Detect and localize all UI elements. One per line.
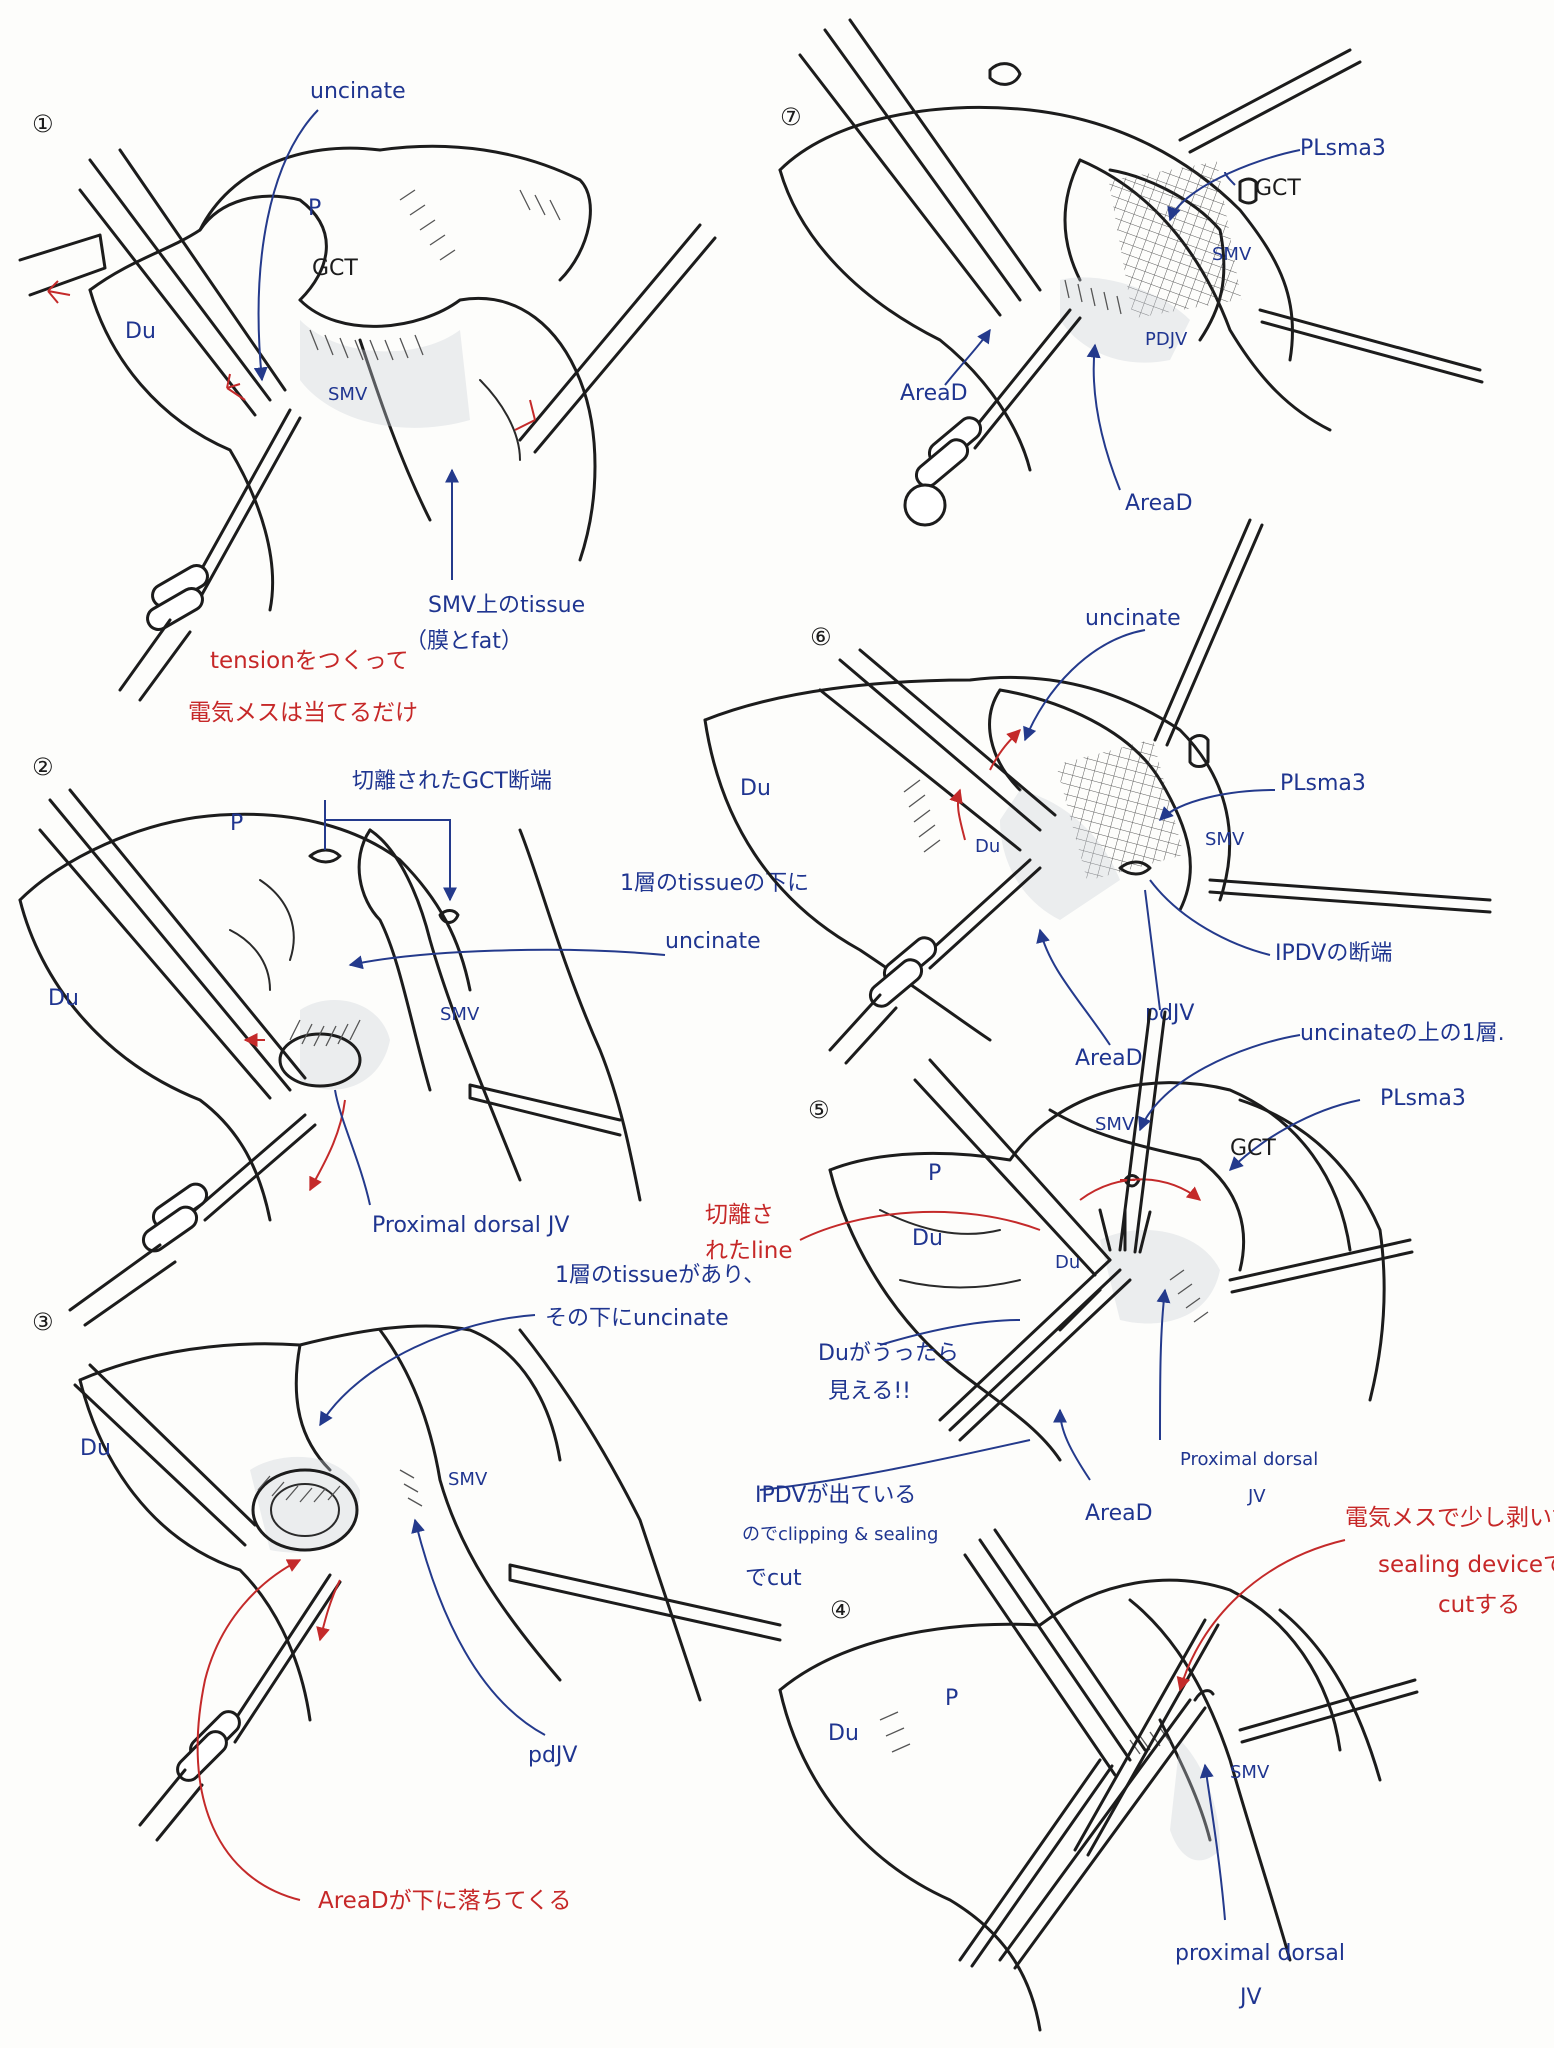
panel-3: ③ 1層のtissueがあり、 その下にuncinat xyxy=(32,1263,782,1914)
panel-5-proximal-dorsal-line-2: JV xyxy=(1247,1486,1266,1507)
panel-4-cut-note-line-1: 電気メスで少し剥いてから xyxy=(1345,1505,1554,1531)
panel-5-drawing xyxy=(828,1008,1414,1462)
panel-2: ② 切離されたG xyxy=(18,753,809,1327)
panel-5-du-flip-line-2: 見える!! xyxy=(828,1379,911,1404)
panel-1-p-label: P xyxy=(308,196,321,221)
panel-5-number: ⑤ xyxy=(808,1096,830,1124)
panel-7: ⑦ PLsma3 GCT SMV PDJV xyxy=(778,18,1484,527)
panel-4-smv-label: SMV xyxy=(1230,1762,1270,1783)
panel-4: ④ 電気メスで少し剥いてから sealing deviceで cutする P D… xyxy=(778,1505,1554,2032)
panel-1-smv-label: SMV xyxy=(328,384,368,405)
panel-3-drawing xyxy=(73,1324,782,1842)
panel-5-p-label: P xyxy=(928,1161,941,1186)
panel-4-du-label: Du xyxy=(828,1721,859,1746)
panel-5-cut-line-2: れたline xyxy=(705,1238,793,1264)
panel-6-smv-label: SMV xyxy=(1205,829,1245,850)
panel-1-tension-line-2: 電気メスは当てるだけ xyxy=(188,700,418,726)
panel-5-du-label: Du xyxy=(912,1226,943,1251)
panel-5-pl-sma3-label: PLsma3 xyxy=(1380,1086,1466,1111)
panel-4-number: ④ xyxy=(830,1596,852,1624)
panel-1: ① uncinate xyxy=(18,79,717,726)
panel-5-du-flip-line-1: Duがうったら xyxy=(818,1341,959,1366)
panel-3-pd-jv-label: pdJV xyxy=(528,1743,577,1768)
panel-3-du-label: Du xyxy=(80,1436,111,1461)
panel-3-number: ③ xyxy=(32,1308,54,1336)
panel-3-aread-falls-label: AreaDが下に落ちてくる xyxy=(318,1888,572,1914)
panel-6-du-label: Du xyxy=(740,776,771,801)
panel-7-pl-sma3-label: PLsma3 xyxy=(1300,136,1386,161)
panel-5-ipdv-line-1: IPDVが出ている xyxy=(755,1483,916,1508)
panel-7-number: ⑦ xyxy=(780,103,802,131)
panel-1-uncinate-label: uncinate xyxy=(310,79,406,104)
panel-7-drawing xyxy=(778,18,1484,527)
panel-1-membrane-fat-label: （膜とfat） xyxy=(405,629,523,654)
panel-5-ipdv-line-2: のでclipping & sealing xyxy=(742,1524,938,1545)
panel-2-p-label: P xyxy=(230,811,243,836)
panel-6-pd-jv-label: pdJV xyxy=(1145,1001,1194,1026)
panel-7-smv-label: SMV xyxy=(1212,244,1252,265)
panel-3-one-layer-line-2: その下にuncinate xyxy=(545,1306,729,1331)
panel-2-uncinate-label: uncinate xyxy=(665,929,761,954)
panel-2-gct-cut-end-label: 切離されたGCT断端 xyxy=(352,769,552,794)
panel-2-proximal-dorsal-jv-label: Proximal dorsal JV xyxy=(372,1213,569,1238)
panel-5-ipdv-line-3: でcut xyxy=(745,1566,802,1591)
panel-5-proximal-dorsal-line-1: Proximal dorsal xyxy=(1180,1449,1318,1470)
panel-4-cut-note-line-3: cutする xyxy=(1438,1592,1520,1618)
panel-5-uncinate-layer-label: uncinateの上の1層. xyxy=(1300,1021,1505,1046)
panel-6-uncinate-label: uncinate xyxy=(1085,606,1181,631)
panel-2-smv-label: SMV xyxy=(440,1004,480,1025)
panel-7-aread-a-label: AreaD xyxy=(900,381,968,406)
panel-1-gct-label: GCT xyxy=(312,256,358,281)
panel-6: ⑥ uncinate Du xyxy=(703,518,1492,1071)
panel-5: ⑤ uncinateの上の1層. PLsm xyxy=(705,1008,1505,1591)
panel-5-du2-label: Du xyxy=(1055,1252,1080,1273)
panel-4-p-label: P xyxy=(945,1686,958,1711)
panel-4-proximal-dorsal-line-1: proximal dorsal xyxy=(1175,1941,1345,1966)
panel-4-drawing xyxy=(778,1528,1419,2032)
panel-6-ipdv-end-label: IPDVの断端 xyxy=(1275,941,1392,966)
panel-1-drawing xyxy=(18,144,717,702)
panel-3-one-layer-line-1: 1層のtissueがあり、 xyxy=(555,1263,765,1288)
panel-6-drawing xyxy=(703,518,1492,1065)
panel-1-smv-tissue-label: SMV上のtissue xyxy=(428,593,585,618)
panel-2-drawing xyxy=(18,788,642,1327)
panel-4-cut-note-line-2: sealing deviceで xyxy=(1378,1552,1554,1578)
panel-4-proximal-dorsal-line-2: JV xyxy=(1238,1985,1262,2010)
panel-6-number: ⑥ xyxy=(810,623,832,651)
panel-5-cut-line-1: 切離さ xyxy=(705,1202,774,1228)
panel-6-pl-sma3-label: PLsma3 xyxy=(1280,771,1366,796)
panel-1-du-label: Du xyxy=(125,319,156,344)
panel-2-du-label: Du xyxy=(48,986,79,1011)
panel-7-pdjv-label: PDJV xyxy=(1145,329,1188,350)
panel-3-smv-label: SMV xyxy=(448,1469,488,1490)
panel-7-gct-label: GCT xyxy=(1255,176,1301,201)
panel-5-aread-label: AreaD xyxy=(1085,1501,1153,1526)
panel-6-du2-label: Du xyxy=(975,836,1000,857)
panel-5-gct-label: GCT xyxy=(1230,1136,1276,1161)
panel-7-aread-b-label: AreaD xyxy=(1125,491,1193,516)
panel-2-number: ② xyxy=(32,753,54,781)
panel-1-number: ① xyxy=(32,110,54,138)
panel-5-smv-label: SMV xyxy=(1095,1114,1135,1135)
panel-2-one-layer-label: 1層のtissueの下に xyxy=(620,871,809,896)
panel-1-tension-line-1: tensionをつくって xyxy=(210,648,409,674)
panel-6-aread-label: AreaD xyxy=(1075,1046,1143,1071)
